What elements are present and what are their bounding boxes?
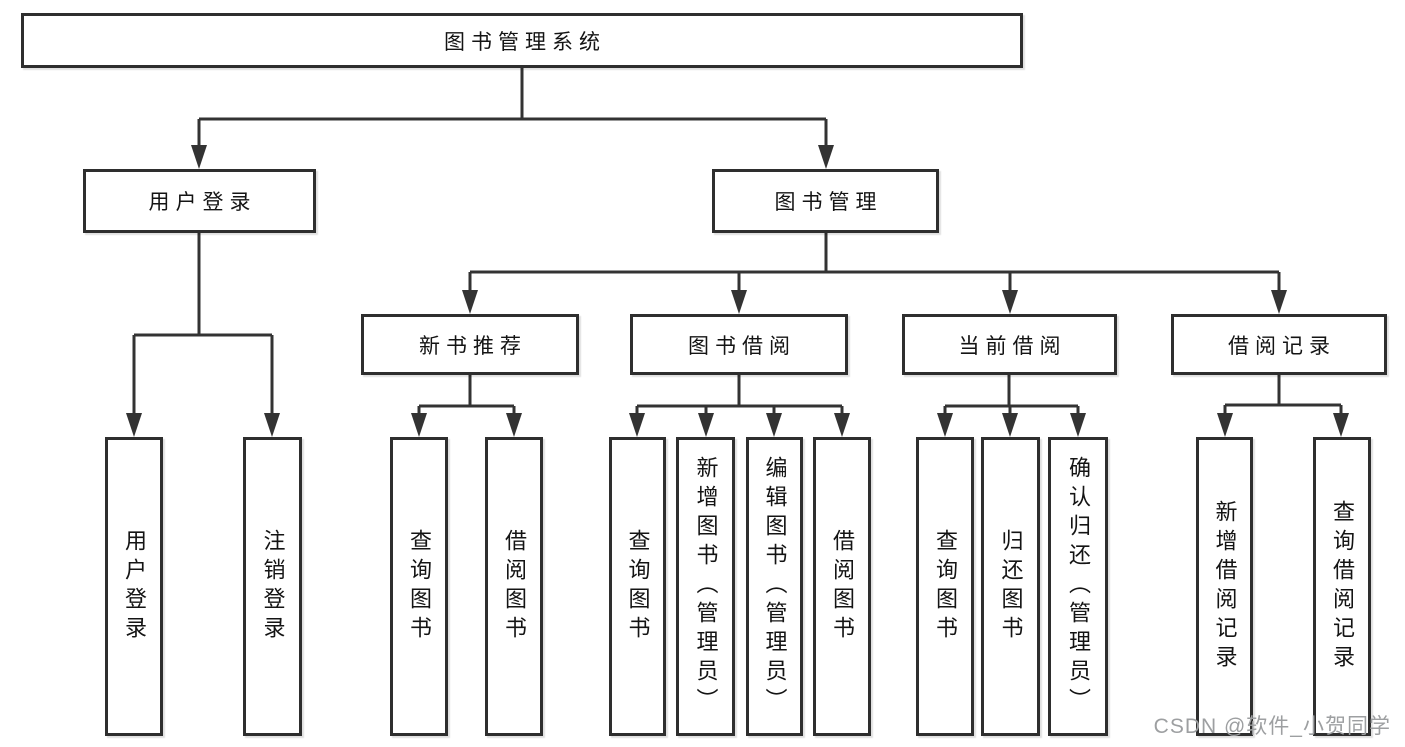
node-label: 查询借阅记录	[1330, 499, 1355, 674]
node-label: 编辑图书（管理员）	[762, 456, 788, 717]
node-label: 借阅图书	[502, 528, 527, 645]
node-label: 借阅图书	[830, 528, 855, 645]
leaf-logout: 注销登录	[243, 437, 302, 736]
connector-stems	[132, 68, 1343, 415]
leaf-records-add-record: 新增借阅记录	[1196, 437, 1253, 736]
node-label: 查询图书	[625, 528, 651, 645]
node-book-borrowing: 图书借阅	[630, 314, 848, 375]
node-new-book-recommend: 新书推荐	[361, 314, 579, 375]
node-borrowing-records: 借阅记录	[1171, 314, 1387, 375]
leaf-user-login: 用户登录	[105, 437, 163, 736]
node-label: 新增借阅记录	[1212, 499, 1238, 674]
node-label: 图书管理系统	[444, 30, 606, 54]
node-label: 注销登录	[260, 528, 286, 645]
node-label: 借阅记录	[1228, 334, 1336, 358]
node-library-system: 图书管理系统	[21, 13, 1023, 68]
leaf-borrowing-add-book-admin: 新增图书（管理员）	[676, 437, 735, 736]
csdn-watermark: CSDN @软件_小贺同学	[1153, 715, 1391, 738]
node-label: 查询图书	[933, 528, 958, 645]
leaf-borrowing-query-book: 查询图书	[609, 437, 666, 736]
leaf-borrowing-borrow-book: 借阅图书	[813, 437, 871, 736]
node-current-borrowing: 当前借阅	[902, 314, 1117, 375]
node-label: 归还图书	[998, 528, 1024, 645]
node-user-login: 用户登录	[83, 169, 316, 233]
leaf-current-confirm-return-admin: 确认归还（管理员）	[1048, 437, 1108, 736]
leaf-records-query-record: 查询借阅记录	[1313, 437, 1371, 736]
leaf-borrowing-edit-book-admin: 编辑图书（管理员）	[746, 437, 803, 736]
leaf-recommend-borrow-book: 借阅图书	[485, 437, 543, 736]
leaf-current-query-book: 查询图书	[916, 437, 974, 736]
node-label: 新书推荐	[419, 334, 527, 358]
node-label: 当前借阅	[958, 334, 1067, 358]
node-label: 用户登录	[122, 528, 147, 645]
node-book-management: 图书管理	[712, 169, 939, 233]
node-label: 新增图书（管理员）	[693, 456, 719, 717]
leaf-recommend-query-book: 查询图书	[390, 437, 448, 736]
node-label: 用户登录	[148, 191, 257, 214]
node-label: 查询图书	[407, 528, 432, 645]
node-label: 图书借阅	[688, 334, 796, 358]
node-label: 确认归还（管理员）	[1066, 456, 1091, 717]
node-label: 图书管理	[774, 191, 883, 214]
leaf-current-return-book: 归还图书	[981, 437, 1040, 736]
